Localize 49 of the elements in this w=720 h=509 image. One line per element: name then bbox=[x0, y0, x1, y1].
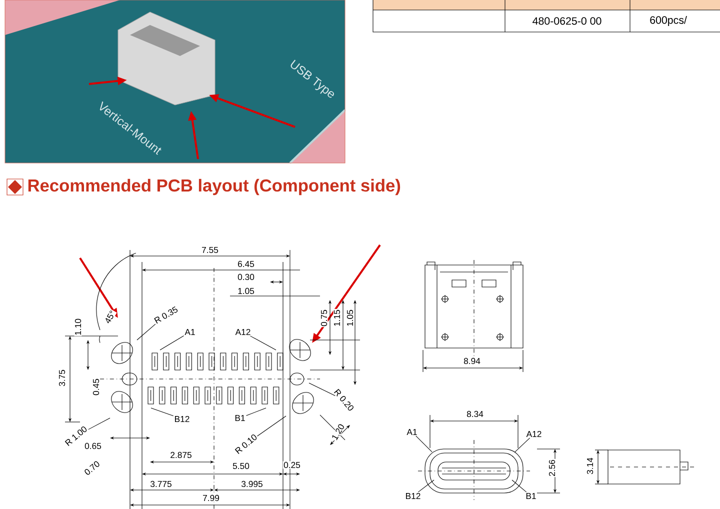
leader-line bbox=[136, 324, 156, 340]
dimension-label: 3.995 bbox=[240, 480, 264, 488]
dimension-label: 7.55 bbox=[200, 246, 220, 254]
leader-line bbox=[512, 480, 527, 492]
dimension-label: 45° bbox=[103, 308, 117, 326]
leader-label: B12 bbox=[404, 492, 422, 500]
leader-label: B1 bbox=[234, 414, 246, 422]
dimension-label: 8.34 bbox=[466, 410, 484, 418]
leader-label: A12 bbox=[526, 430, 542, 438]
dimension-label: 1.15 bbox=[333, 308, 341, 328]
dimension-label: 3.75 bbox=[58, 368, 66, 388]
leader-label: A1 bbox=[184, 328, 196, 336]
leader-label: A12 bbox=[234, 328, 252, 336]
dimension-label: 0.45 bbox=[92, 378, 100, 396]
leader-line bbox=[514, 438, 530, 452]
dimension-label: 3.775 bbox=[150, 480, 173, 488]
leader-label: B12 bbox=[174, 415, 190, 423]
leader-label: B1 bbox=[525, 492, 537, 500]
dimension-label: 0.75 bbox=[320, 308, 328, 328]
dimension-label: 0.70 bbox=[82, 459, 102, 477]
leader-line bbox=[418, 480, 434, 492]
dimension-label: 3.14 bbox=[586, 456, 594, 476]
leader-line bbox=[88, 418, 110, 430]
leader-line bbox=[416, 436, 432, 452]
table-cell: 600pcs/ bbox=[650, 16, 687, 26]
dimension-label: 2.56 bbox=[548, 458, 556, 478]
leader-label: R 0.35 bbox=[152, 305, 180, 325]
dimension-label: 7.99 bbox=[202, 494, 220, 502]
dimension-label: 5.50 bbox=[232, 462, 250, 470]
leader-line bbox=[308, 382, 336, 396]
leader-line bbox=[160, 335, 184, 350]
leader-label: A1 bbox=[406, 428, 418, 436]
table-cell: 480-0625-0 00 bbox=[532, 17, 602, 25]
dimension-label: 6.45 bbox=[236, 260, 256, 268]
leader-line bbox=[250, 336, 276, 350]
leader-line bbox=[150, 408, 174, 416]
leader-line bbox=[246, 408, 266, 416]
dimension-label: 1.10 bbox=[74, 318, 82, 336]
leader-label: R 0.20 bbox=[332, 387, 356, 413]
dimension-label: 0.25 bbox=[282, 461, 302, 469]
leader-line bbox=[257, 416, 286, 436]
leader-label: R 0.10 bbox=[233, 432, 259, 456]
dimension-label: 1.05 bbox=[346, 308, 354, 328]
dimension-label: 2.875 bbox=[170, 451, 193, 459]
dimension-label: 0.30 bbox=[236, 273, 256, 281]
dimension-label: 8.94 bbox=[462, 357, 482, 365]
dimension-label: 1.05 bbox=[236, 287, 256, 295]
section-heading: Recommended PCB layout (Component side) bbox=[28, 178, 400, 196]
dimension-label: 0.65 bbox=[84, 442, 102, 450]
